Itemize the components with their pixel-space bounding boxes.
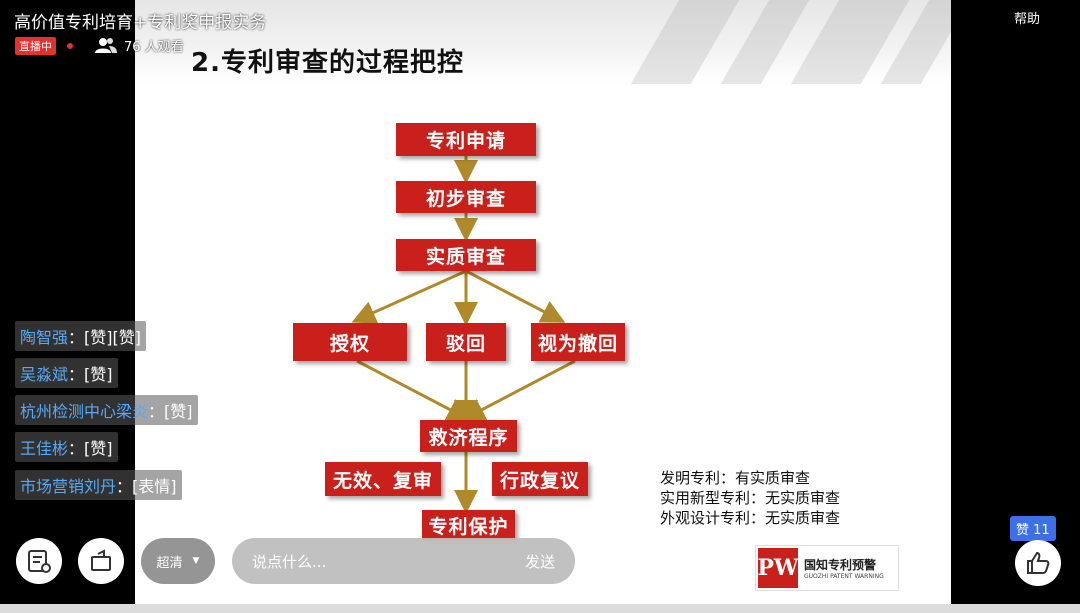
like-button[interactable] [1015, 540, 1061, 586]
quality-selector[interactable]: 超清 ▼ [141, 538, 215, 584]
viewer-count: 76 人观看 [124, 40, 184, 55]
chat-message: 吴淼斌：[赞] [15, 358, 118, 388]
company-logo: PW 国知专利预警 GUOZHI PATENT WARNING [755, 545, 899, 591]
chat-username[interactable]: 王佳彬 [20, 439, 69, 458]
flow-box-remedy: 救济程序 [420, 420, 517, 452]
bottom-strip [0, 604, 1080, 613]
send-button[interactable]: 发送 [524, 552, 555, 571]
chat-text: ：[表情] [116, 477, 177, 496]
chat-username[interactable]: 杭州检测中心梁炎 [20, 402, 149, 421]
flow-box-grant: 授权 [293, 323, 407, 361]
chat-username[interactable]: 市场营销刘丹 [20, 477, 117, 496]
flow-box-apply: 专利申请 [396, 123, 536, 156]
flow-box-preliminary: 初步审查 [396, 181, 536, 213]
chat-message: 王佳彬：[赞] [15, 432, 118, 462]
chat-text: ：[赞] [148, 402, 193, 421]
flow-box-admin-review: 行政复议 [492, 462, 588, 496]
help-link[interactable]: 帮助 [1014, 12, 1041, 27]
note-utility-model: 实用新型专利：无实质审查 [660, 489, 841, 507]
live-badge: 直播中 [15, 37, 56, 55]
chat-input[interactable]: 说点什么... 发送 [232, 538, 575, 584]
rotate-button[interactable] [78, 538, 124, 584]
quality-label: 超清 [156, 555, 183, 571]
live-indicator-dot [67, 43, 73, 49]
notes-button[interactable] [16, 538, 62, 584]
thumbs-up-icon [1027, 551, 1050, 574]
viewers-icon [95, 38, 117, 53]
chat-message: 杭州检测中心梁炎：[赞] [15, 395, 198, 425]
document-edit-icon [28, 550, 51, 573]
chat-username[interactable]: 陶智强 [20, 328, 69, 347]
presentation-slide: 2.专利审查的过程把控 专利申请 初步审查 实质审查 授权 驳回 视为撤回 救济… [135, 0, 951, 613]
flow-box-reject: 驳回 [426, 323, 506, 361]
flow-box-protection: 专利保护 [422, 510, 515, 540]
chat-text: ：[赞][赞] [68, 328, 141, 347]
flowchart-arrows [351, 156, 576, 514]
patent-type-notes: 发明专利：有实质审查 实用新型专利：无实质审查 外观设计专利：无实质审查 [660, 468, 840, 528]
flow-box-invalidation: 无效、复审 [325, 462, 441, 496]
chat-input-placeholder: 说点什么... [252, 552, 327, 571]
flow-box-withdrawn: 视为撤回 [531, 323, 625, 361]
like-count-badge: 赞 11 [1010, 516, 1056, 541]
logo-name-cn: 国知专利预警 [804, 558, 877, 572]
note-invention: 发明专利：有实质审查 [660, 469, 811, 487]
chat-message: 陶智强：[赞][赞] [15, 321, 146, 351]
chevron-down-icon: ▼ [192, 556, 200, 566]
logo-name-en: GUOZHI PATENT WARNING [804, 573, 884, 580]
slide-title: 2.专利审查的过程把控 [191, 48, 464, 78]
note-design: 外观设计专利：无实质审查 [660, 509, 841, 527]
chat-username[interactable]: 吴淼斌 [20, 365, 69, 384]
chat-message: 市场营销刘丹：[表情] [15, 470, 182, 500]
logo-mark: PW [757, 548, 799, 588]
flow-box-substantive: 实质审查 [396, 239, 536, 271]
rotate-screen-icon [91, 549, 111, 571]
chat-text: ：[赞] [68, 439, 113, 458]
chat-text: ：[赞] [68, 365, 113, 384]
stream-title: 高价值专利培育+专利奖申报实务 [14, 13, 267, 33]
slide-header [135, 0, 951, 84]
